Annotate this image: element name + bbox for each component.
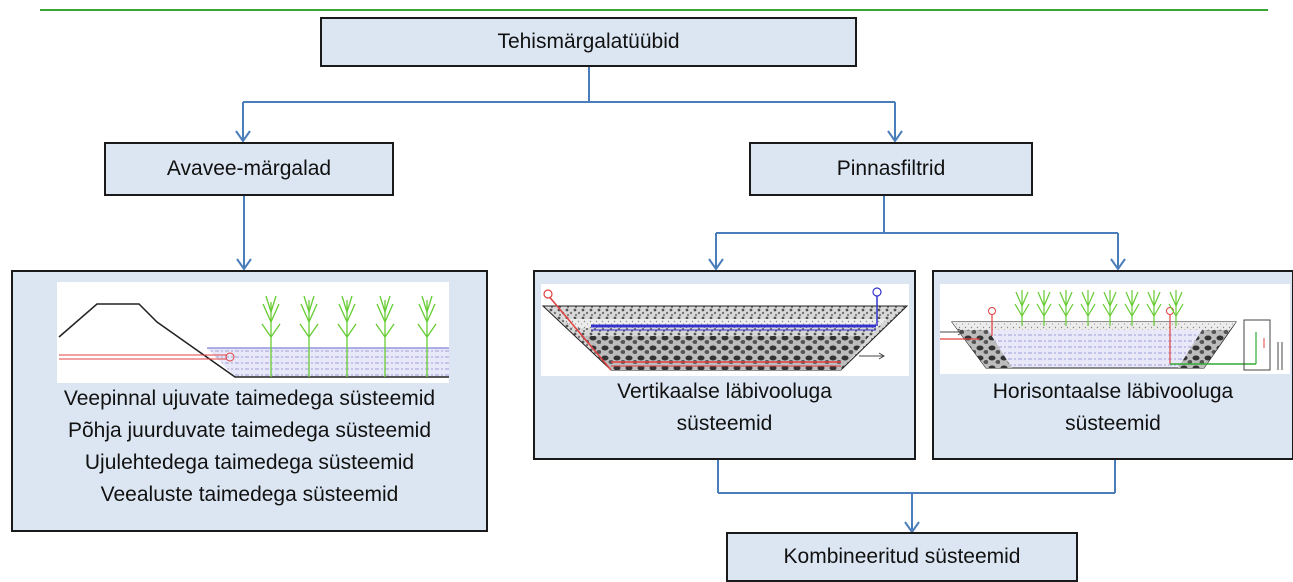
inflow-cap bbox=[543, 289, 553, 299]
vertical-flow-line-2: süsteemid bbox=[676, 412, 773, 435]
water-body bbox=[207, 348, 449, 377]
horizontal-flow-line-1: Horisontaalse läbivooluga bbox=[992, 380, 1234, 403]
connectors bbox=[235, 65, 1126, 534]
combined-node: Kombineeritud süsteemid bbox=[726, 532, 1078, 582]
combined-label: Kombineeritud süsteemid bbox=[783, 545, 1021, 568]
outlet-well bbox=[1243, 319, 1271, 371]
arrowhead-avavee bbox=[235, 130, 251, 143]
horizontal-flow-illustration bbox=[940, 284, 1290, 374]
arrowhead-horizontal bbox=[1110, 258, 1126, 271]
vertical-flow-panel: Vertikaalse läbivooluga süsteemid bbox=[533, 270, 916, 460]
pinnas-node: Pinnasfiltrid bbox=[749, 142, 1033, 196]
outlet-gravel bbox=[1178, 330, 1230, 368]
vertical-flow-line-1: Vertikaalse läbivooluga bbox=[617, 380, 832, 403]
horizontal-flow-label: Horisontaalse läbivooluga süsteemid bbox=[934, 376, 1292, 440]
list-item: Ujulehtedega taimedega süsteemid bbox=[84, 451, 415, 474]
avavee-label: Avavee-märgalad bbox=[166, 157, 332, 180]
root-label: Tehismärgalatüübid bbox=[497, 30, 680, 53]
list-item: Veealuste taimedega süsteemid bbox=[100, 483, 399, 506]
pinnas-label: Pinnasfiltrid bbox=[836, 157, 946, 180]
horizontal-flow-panel: Horisontaalse läbivooluga süsteemid bbox=[932, 270, 1293, 460]
vertical-flow-illustration bbox=[541, 284, 909, 376]
open-water-panel: Veepinnal ujuvate taimedega süsteemid Põ… bbox=[11, 270, 488, 532]
coarse-layer bbox=[581, 336, 869, 370]
root-node: Tehismärgalatüübid bbox=[320, 17, 857, 67]
vent-cap bbox=[872, 287, 882, 297]
plants bbox=[1014, 290, 1184, 326]
list-item: Veepinnal ujuvate taimedega süsteemid bbox=[63, 387, 436, 410]
arrowhead-left-panel bbox=[236, 258, 252, 271]
list-item: Põhja juurduvate taimedega süsteemid bbox=[67, 419, 432, 442]
avavee-node: Avavee-märgalad bbox=[104, 142, 394, 196]
open-water-list: Veepinnal ujuvate taimedega süsteemid Põ… bbox=[13, 383, 486, 511]
pipe-outlet bbox=[225, 352, 235, 362]
top-soil bbox=[952, 322, 1236, 330]
open-water-illustration bbox=[57, 282, 449, 383]
horizontal-flow-line-2: süsteemid bbox=[1065, 412, 1161, 435]
inflow-pipe bbox=[546, 293, 612, 371]
arrowhead-vertical bbox=[708, 258, 724, 271]
vertical-flow-label: Vertikaalse läbivooluga süsteemid bbox=[535, 376, 914, 440]
plants bbox=[261, 295, 437, 377]
arrowhead-pinnas bbox=[887, 130, 903, 143]
